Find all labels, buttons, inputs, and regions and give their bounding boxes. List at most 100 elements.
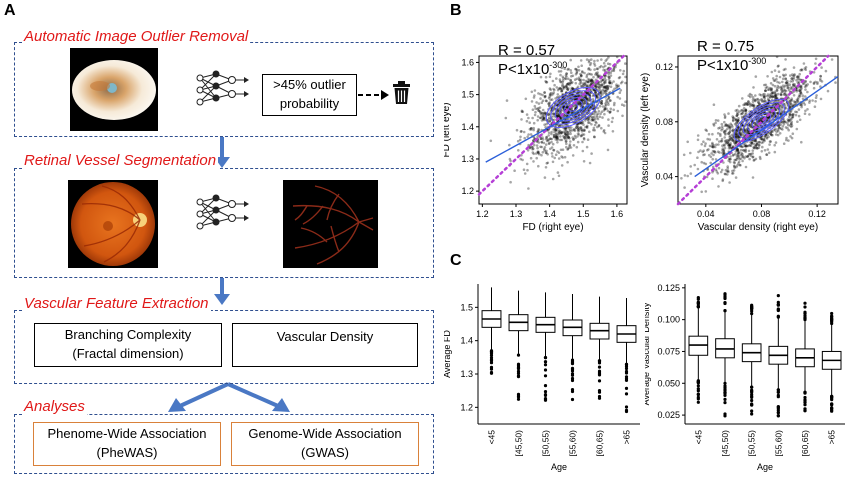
data-point — [789, 74, 792, 77]
data-point — [766, 148, 770, 151]
panel-c-letter: C — [450, 252, 462, 269]
data-point — [568, 83, 571, 87]
outlier-probability-line1: >45% outlier — [273, 77, 346, 93]
data-point — [605, 58, 609, 61]
data-point — [505, 99, 509, 102]
outlier-point — [570, 367, 575, 371]
data-point — [563, 127, 567, 130]
data-point — [536, 118, 539, 122]
data-point — [753, 139, 757, 143]
data-point — [593, 123, 597, 127]
data-point — [802, 101, 805, 104]
data-point — [569, 81, 572, 84]
data-point — [793, 83, 796, 86]
data-point — [532, 121, 536, 125]
outlier-point — [624, 371, 629, 375]
data-point — [728, 160, 732, 164]
data-point — [712, 145, 715, 148]
data-point — [589, 115, 593, 118]
data-point — [800, 140, 803, 144]
neural-network-icon — [196, 194, 249, 230]
data-point — [742, 107, 746, 110]
data-point — [602, 68, 605, 72]
data-point — [743, 109, 746, 113]
data-point — [733, 165, 736, 168]
data-point — [566, 160, 569, 164]
data-point — [732, 140, 736, 143]
data-point — [778, 81, 781, 85]
data-point — [766, 93, 770, 96]
data-point — [570, 107, 573, 111]
data-point — [731, 125, 734, 128]
data-point — [762, 138, 766, 141]
data-point — [750, 141, 753, 145]
data-point — [624, 100, 627, 103]
data-point — [604, 87, 608, 91]
data-point — [726, 167, 729, 170]
data-point — [538, 106, 542, 109]
data-point — [564, 84, 568, 88]
data-point — [545, 139, 549, 143]
data-point — [543, 149, 546, 152]
data-point — [785, 81, 788, 85]
data-point — [728, 126, 731, 129]
outlier-point — [570, 372, 575, 376]
data-point — [799, 88, 803, 91]
data-point — [531, 147, 534, 151]
data-point — [744, 111, 748, 115]
data-point — [804, 95, 807, 98]
data-point — [771, 77, 775, 80]
data-point — [780, 88, 783, 92]
data-point — [789, 118, 793, 121]
outlier-point — [624, 366, 629, 371]
outlier-point — [696, 397, 700, 401]
data-point — [606, 109, 610, 113]
box-0 — [481, 287, 502, 375]
data-point — [731, 169, 734, 173]
data-point — [577, 94, 580, 98]
data-point — [742, 103, 745, 107]
y-tick-label: 1.4 — [460, 336, 473, 346]
data-point — [578, 102, 581, 106]
data-point — [557, 87, 561, 91]
data-point — [735, 165, 738, 169]
data-point — [604, 105, 607, 108]
data-point — [559, 87, 562, 90]
data-point — [783, 89, 787, 92]
data-point — [727, 139, 731, 143]
data-point — [566, 148, 569, 151]
data-point — [513, 169, 516, 172]
data-point — [604, 102, 607, 105]
data-point — [531, 116, 534, 120]
data-point — [533, 113, 537, 117]
data-point — [721, 179, 724, 183]
data-point — [543, 117, 546, 120]
data-point — [566, 111, 570, 115]
data-point — [759, 119, 762, 122]
data-point — [560, 164, 564, 167]
outlier-point — [597, 379, 602, 383]
data-point — [535, 156, 538, 160]
x-tick-label: 0.08 — [753, 209, 771, 219]
data-point — [754, 99, 757, 103]
data-point — [618, 76, 622, 79]
data-point — [603, 108, 607, 111]
data-point — [748, 144, 751, 147]
data-point — [775, 111, 779, 115]
data-point — [550, 130, 553, 134]
data-point — [582, 102, 586, 105]
data-point — [551, 79, 555, 83]
data-point — [735, 134, 738, 138]
data-point — [564, 133, 567, 136]
data-point — [768, 143, 771, 146]
data-point — [791, 115, 795, 119]
outlier-point — [570, 378, 575, 383]
outlier-point — [803, 311, 807, 316]
data-point — [558, 114, 561, 118]
data-point — [570, 75, 573, 78]
data-point — [581, 133, 584, 136]
data-point — [600, 102, 604, 105]
box-3 — [562, 294, 583, 402]
data-point — [595, 85, 598, 88]
data-point — [727, 125, 731, 129]
